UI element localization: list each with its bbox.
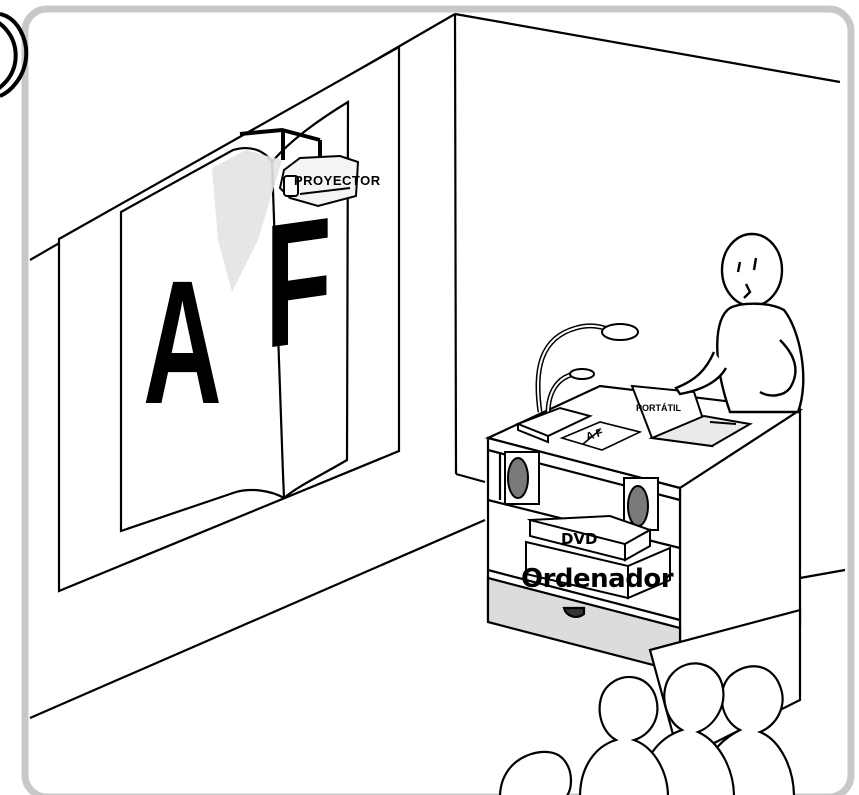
projector-beam [212,150,282,292]
screen-letter-a: A [143,245,222,441]
projector-label: PROYECTOR [294,173,381,188]
laptop [630,384,753,448]
speakers [504,451,659,531]
open-book [559,421,643,451]
presenter [674,232,805,414]
computer-label: Ordenador [521,564,674,594]
projector [239,127,360,208]
document-camera [515,323,639,444]
media-devices [525,514,671,600]
dvd-label: DVD [561,530,598,548]
step-circle-fragment [0,21,18,90]
laptop-label: PORTÁTIL [636,403,681,413]
step-circle-arc [0,12,29,98]
screen-letter-f: F [265,180,332,386]
audience [499,608,802,795]
